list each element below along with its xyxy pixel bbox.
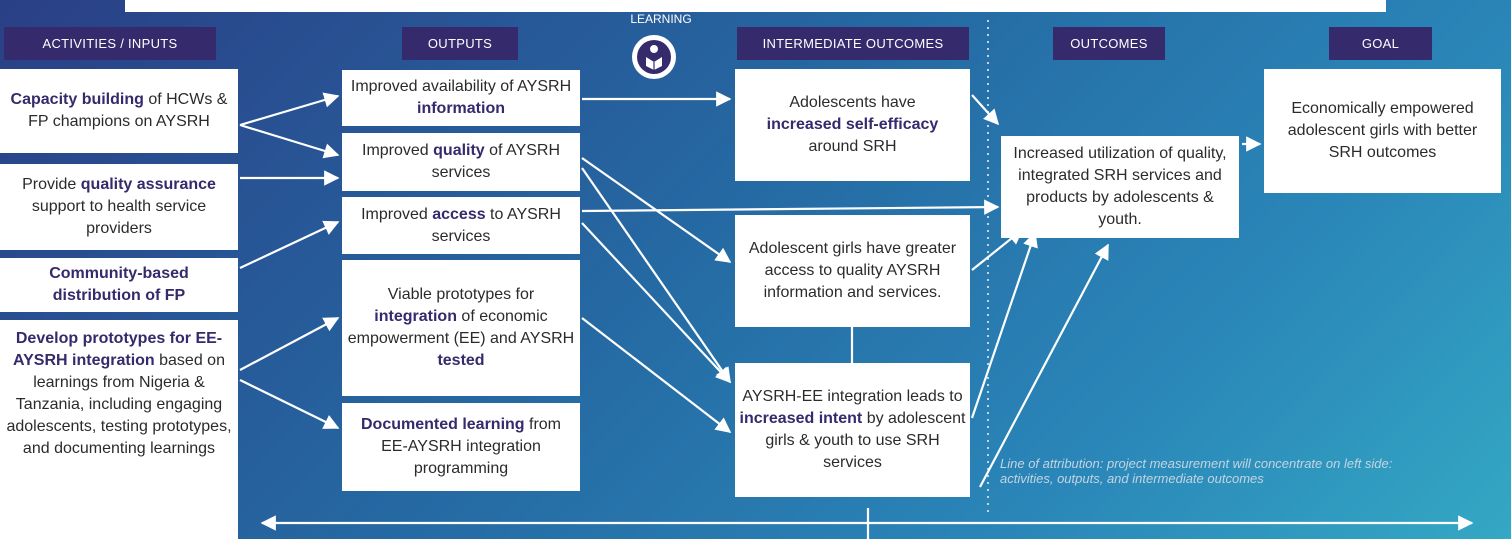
arrow-a4-o4	[239, 317, 340, 371]
output-documented-learning: Documented learning from EE-AYSRH integr…	[342, 403, 580, 491]
activity-community-distribution: Community-based distribution of FP	[0, 258, 238, 312]
arrow-o4-i3	[581, 317, 732, 433]
output-information: Improved availability of AYSRH informati…	[342, 70, 580, 126]
header-goal: GOAL	[1329, 27, 1432, 60]
top-bar	[125, 0, 1386, 12]
arrow-attribution-outcome	[979, 243, 1109, 488]
arrow-o3-i3	[581, 222, 732, 384]
arrow-o2-i3	[581, 167, 731, 384]
goal-empowered-girls: Economically empowered adolescent girls …	[1264, 69, 1501, 193]
header-intermediate-outcomes: INTERMEDIATE OUTCOMES	[737, 27, 969, 60]
header-outcomes: OUTCOMES	[1053, 27, 1165, 60]
arrow-a1-o1	[239, 92, 340, 127]
arrow-o3-outcome	[581, 199, 1000, 215]
arrow-i1-outcome	[971, 94, 1000, 126]
activity-capacity-building: Capacity building of HCWs & FP champions…	[0, 69, 238, 153]
intermediate-increased-intent: AYSRH-EE integration leads to increased …	[735, 363, 970, 497]
output-quality: Improved quality of AYSRH services	[342, 133, 580, 191]
output-prototypes-tested: Viable prototypes for integration of eco…	[342, 260, 580, 396]
output-access: Improved access to AYSRH services	[342, 197, 580, 254]
intermediate-greater-access: Adolescent girls have greater access to …	[735, 215, 970, 327]
intermediate-self-efficacy: Adolescents have increased self-efficacy…	[735, 69, 970, 181]
arrow-a4-o5	[239, 379, 340, 429]
attribution-note: Line of attribution: project measurement…	[1000, 456, 1393, 486]
header-learning: LEARNING	[630, 12, 692, 26]
reading-person-icon	[632, 35, 676, 79]
arrow-a1-o2	[239, 123, 340, 159]
arrow-a3-o3	[239, 220, 340, 269]
header-activities: ACTIVITIES / INPUTS	[4, 27, 216, 60]
activity-develop-prototypes: Develop prototypes for EE-AYSRH integrat…	[0, 320, 238, 539]
arrow-i3-outcome	[970, 231, 1038, 419]
header-outputs: OUTPUTS	[402, 27, 518, 60]
outcome-increased-utilization: Increased utilization of quality, integr…	[1001, 136, 1239, 238]
activity-quality-assurance: Provide quality assurance support to hea…	[0, 164, 238, 250]
